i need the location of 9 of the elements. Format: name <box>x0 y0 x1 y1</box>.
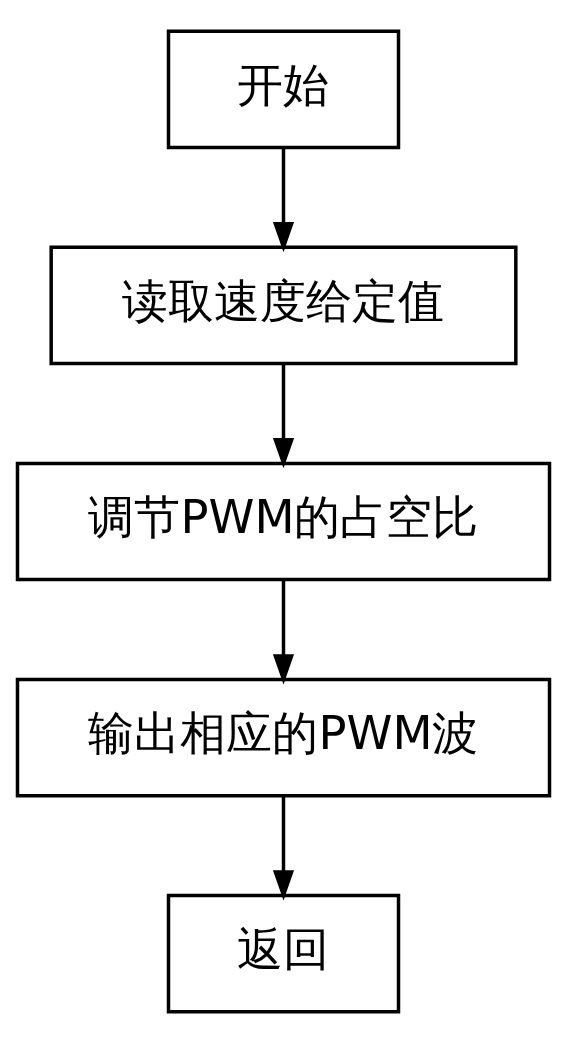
arrow <box>272 148 295 253</box>
node-box: 输出相应的PWM波 <box>15 677 552 798</box>
node-box: 读取速度给定值 <box>49 245 518 366</box>
node-box: 调节PWM的占空比 <box>15 461 552 582</box>
node-box: 返回 <box>166 893 401 1014</box>
arrow <box>272 580 295 685</box>
arrow <box>272 796 295 901</box>
node-box: 开始 <box>166 29 401 150</box>
arrow <box>272 364 295 469</box>
